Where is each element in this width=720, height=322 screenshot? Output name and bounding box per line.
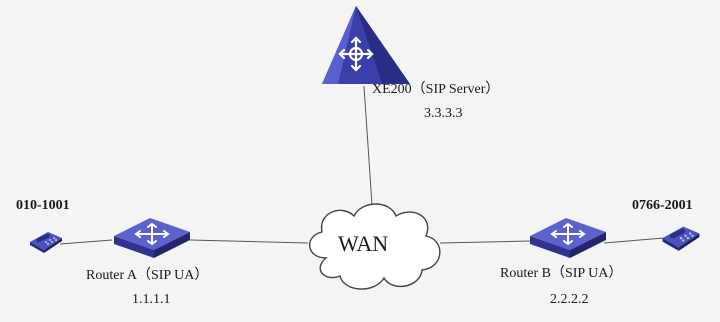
link-phonea-routera	[59, 239, 113, 245]
server-name-label: XE200（SIP Server）	[372, 82, 500, 97]
phone-b-icon	[660, 222, 702, 257]
router-b-icon	[526, 214, 610, 265]
router-a-icon	[110, 214, 194, 265]
phone-a-number-label: 010-1001	[16, 198, 70, 213]
router-b-name-label: Router B（SIP UA）	[500, 266, 623, 281]
phone-a-icon	[28, 228, 64, 259]
link-server-wan	[363, 85, 373, 206]
sip-server-icon	[320, 4, 412, 93]
router-a-name-label: Router A（SIP UA）	[86, 268, 209, 283]
router-a-ip-label: 1.1.1.1	[132, 292, 171, 307]
phone-b-number-label: 0766-2001	[632, 198, 693, 213]
wan-label: WAN	[338, 231, 389, 256]
link-routera-wan	[189, 239, 309, 244]
link-wan-routerb	[439, 240, 531, 244]
server-ip-label: 3.3.3.3	[424, 106, 463, 121]
link-routerb-phoneb	[603, 237, 665, 244]
wan-cloud-icon	[300, 196, 446, 299]
router-b-ip-label: 2.2.2.2	[550, 292, 589, 307]
